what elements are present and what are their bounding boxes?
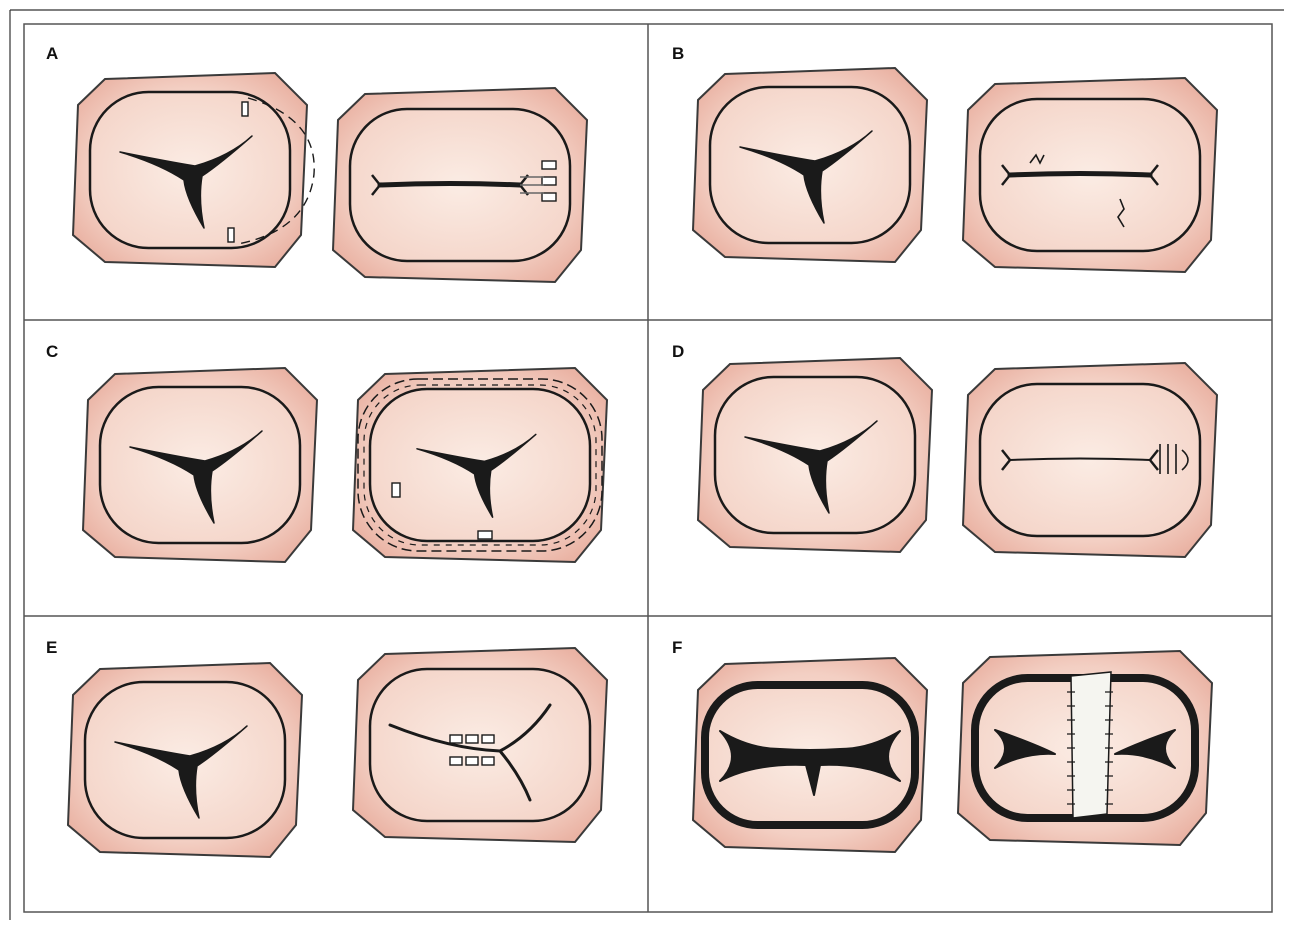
panel-a <box>73 73 587 282</box>
panel-e-pledget-bottom-0 <box>450 757 462 765</box>
panel-a-left-pledget-1 <box>228 228 234 242</box>
panel-label-e: E <box>46 638 57 658</box>
panel-label-b: B <box>672 44 684 64</box>
panel-f-patch <box>1071 672 1111 818</box>
panel-label-a: A <box>46 44 58 64</box>
panel-a-pledget-0 <box>542 161 556 169</box>
panel-a-right-orifice <box>380 184 520 186</box>
panel-a-pledget-2 <box>542 193 556 201</box>
panel-a-pledget-1 <box>542 177 556 185</box>
panel-label-d: D <box>672 342 684 362</box>
panel-e-right-annulus <box>370 669 590 821</box>
panel-label-c: C <box>46 342 58 362</box>
panel-label-f: F <box>672 638 682 658</box>
panel-a-left-pledget-0 <box>242 102 248 116</box>
panel-c <box>83 368 607 562</box>
panel-c-pledget-1 <box>478 531 492 539</box>
panel-e-pledget-top-0 <box>450 735 462 743</box>
panel-e-pledget-bottom-1 <box>466 757 478 765</box>
panel-b-right-orifice <box>1010 174 1150 176</box>
panel-b <box>693 68 1217 272</box>
panel-c-pledget-0 <box>392 483 400 497</box>
panel-d <box>698 358 1217 557</box>
panel-f <box>693 651 1212 852</box>
panel-e-pledget-top-1 <box>466 735 478 743</box>
panel-e <box>68 648 607 857</box>
panel-e-pledget-bottom-2 <box>482 757 494 765</box>
panel-e-pledget-top-2 <box>482 735 494 743</box>
